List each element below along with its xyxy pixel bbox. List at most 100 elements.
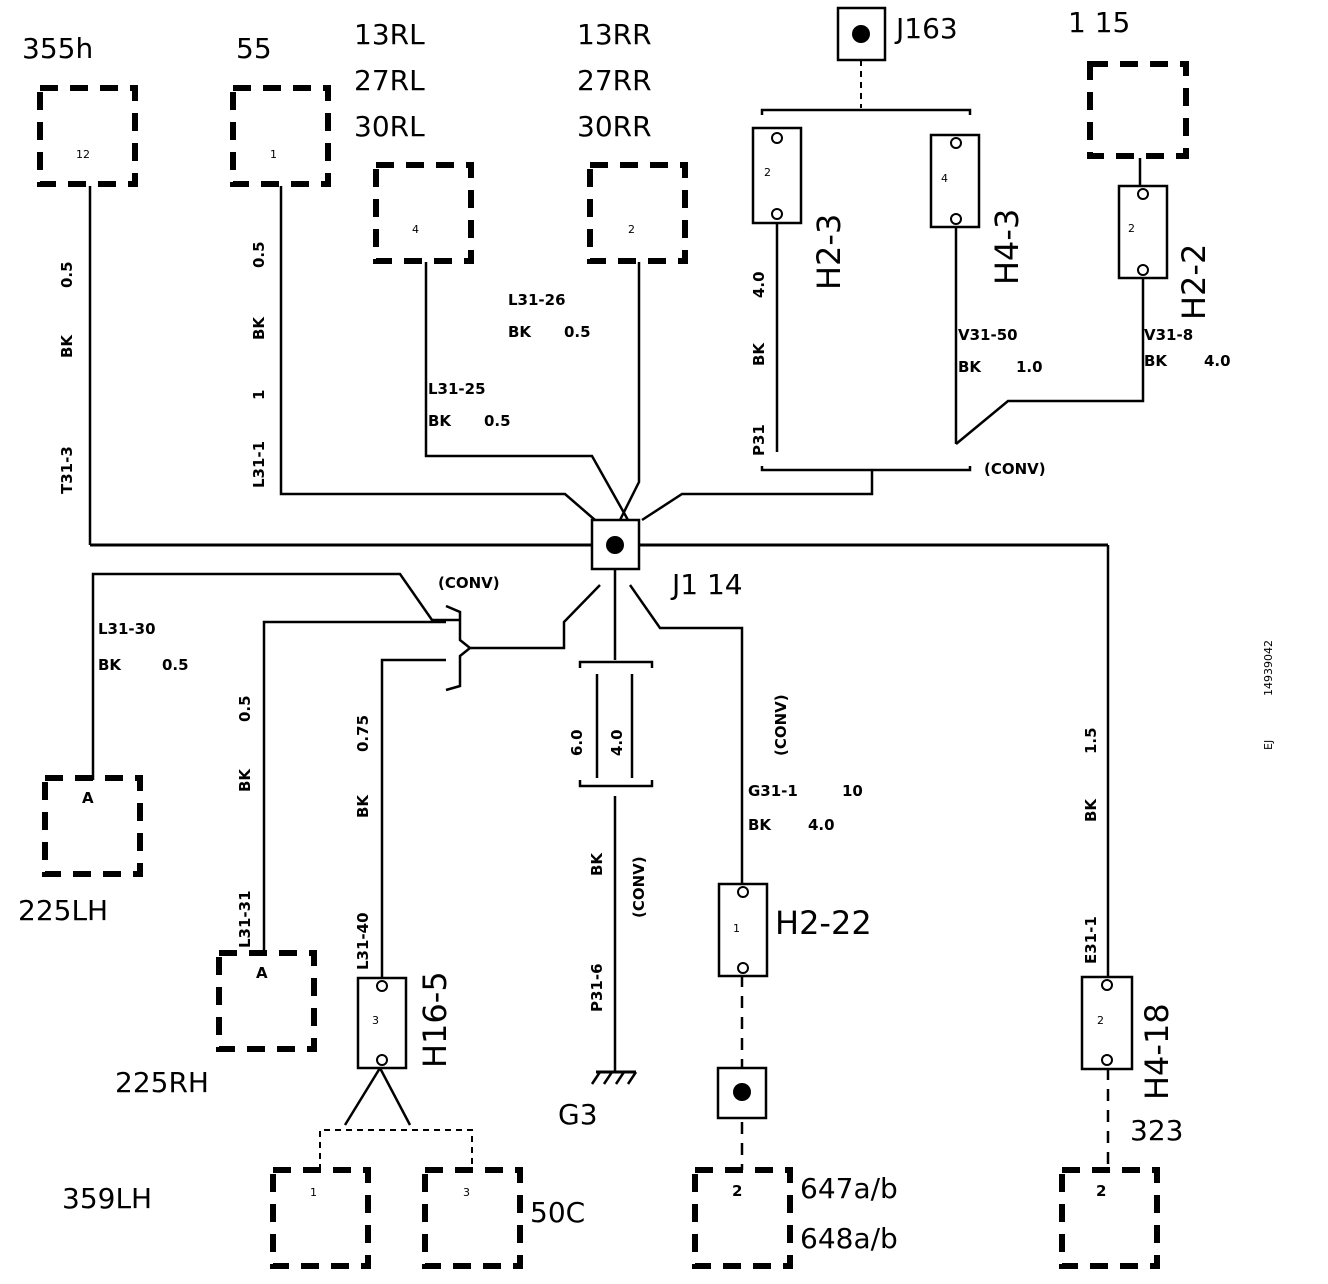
ground-g3: G3: [558, 1070, 638, 1131]
w355h-circuit: T31-3: [58, 446, 76, 494]
w13rr-circuit: L31-26: [508, 291, 566, 309]
pin-h4-3-bottom: [950, 213, 962, 225]
inline-h4-18: [1080, 975, 1134, 1071]
wire-55: [279, 186, 596, 521]
label-323: 323: [1130, 1114, 1183, 1147]
label-50c: 50C: [530, 1196, 585, 1229]
pin-647: 2: [732, 1182, 742, 1200]
label-55: 55: [236, 32, 272, 65]
pin-225lh: A: [82, 789, 94, 807]
ground-tick-2: [602, 1071, 614, 1085]
wg3-size-a: 6.0: [568, 729, 586, 756]
connector-355h: [37, 85, 138, 187]
inline-h16-5: [356, 976, 408, 1070]
ground-tick-1: [590, 1071, 602, 1085]
wh165-size: 0.75: [354, 715, 372, 752]
label-359lh: 359LH: [62, 1182, 152, 1215]
h16-5-dashed-split: [319, 1129, 473, 1170]
conv-bracket-left: [445, 604, 473, 692]
h16-5-branch: [343, 1065, 412, 1126]
wire-h2-2: [955, 272, 1145, 445]
label-647-2: 648a/b: [800, 1222, 898, 1255]
wh22-size: 4.0: [1204, 352, 1231, 370]
label-13rr-3: 30RR: [577, 110, 652, 143]
inline-connectors: 2 H2-3 4 H4-3 2 H2-2 3 H16-5 1 H2-22 2 H…: [356, 126, 1213, 1100]
w225lh-circuit: L31-30: [98, 620, 156, 638]
wire-h16-5: [380, 658, 446, 980]
label-13rr-1: 13RR: [577, 18, 652, 51]
pin-h2-3-top: [771, 132, 783, 144]
label-13rl-2: 27RL: [354, 64, 425, 97]
connector-50c: [422, 1167, 523, 1269]
wire-13rl: [424, 262, 630, 521]
wg3-size-b: 4.0: [608, 729, 626, 756]
wh222-color: BK: [748, 816, 772, 834]
connector-225rh: [216, 950, 317, 1052]
pin-h2-3-bottom: [771, 208, 783, 220]
splice-j1-dot: [606, 536, 624, 554]
pin-num-h2-3: 2: [764, 166, 771, 179]
label-h4-3: H4-3: [988, 209, 1026, 285]
wh222-conv: (CONV): [772, 694, 790, 756]
g3-bracket-bottom: [578, 780, 654, 788]
conv-left-label: (CONV): [438, 574, 500, 592]
wh222-circuit: G31-1: [748, 782, 798, 800]
inline-h2-2: [1117, 184, 1169, 280]
label-13rl-3: 30RL: [354, 110, 425, 143]
wh43-circuit: V31-50: [958, 326, 1018, 344]
pin-h2-2-top: [1137, 188, 1149, 200]
label-13rr-2: 27RR: [577, 64, 652, 97]
label-13rl-1: 13RL: [354, 18, 425, 51]
connector-13rl: [373, 162, 474, 264]
pin-50c: 3: [463, 1186, 470, 1199]
w13rr-size: 0.5: [564, 323, 591, 341]
wires: [88, 60, 1145, 1170]
w355h-color: BK: [58, 334, 76, 358]
side-code-b: EJ: [1262, 740, 1275, 750]
pin-359lh: 1: [310, 1186, 317, 1199]
inline-h4-3: [929, 133, 981, 229]
wh43-color: BK: [958, 358, 982, 376]
pin-h16-5-bottom: [376, 1054, 388, 1066]
label-225rh: 225RH: [115, 1066, 209, 1099]
wh418-size: 1.5: [1082, 727, 1100, 754]
pin-h2-22-bottom: [737, 962, 749, 974]
pin-355h: 12: [76, 148, 90, 161]
label-355h: 355h: [22, 32, 93, 65]
wire-225lh: [91, 572, 460, 780]
connector-115: [1087, 61, 1189, 159]
connectors: 12 355h 1 55 4 13RL 27RL 30RL 2 13RR 27R…: [18, 6, 1189, 1269]
conv-top-label: (CONV): [984, 460, 1046, 478]
ground-tick-4: [626, 1071, 638, 1085]
wg3-conv: (CONV): [630, 856, 648, 918]
w55-num: 1: [250, 390, 268, 400]
pin-num-h4-18: 2: [1097, 1014, 1104, 1027]
wh23-color: BK: [750, 342, 768, 366]
w225rh-circuit: L31-31: [236, 890, 254, 948]
wh165-color: BK: [354, 794, 372, 818]
j163-bracket: [760, 108, 972, 115]
w55-circuit: L31-1: [250, 441, 268, 488]
pin-h4-3-top: [950, 137, 962, 149]
pin-h16-5-top: [376, 980, 388, 992]
w55-size: 0.5: [250, 241, 268, 268]
w355h-size: 0.5: [58, 261, 76, 288]
label-g3: G3: [558, 1098, 598, 1131]
pin-h2-2-bottom: [1137, 264, 1149, 276]
wh23-circuit: P31: [750, 424, 768, 456]
pin-13rr: 2: [628, 223, 635, 236]
connector-359lh: [270, 1167, 371, 1269]
wg3-color: BK: [588, 852, 606, 876]
label-225lh: 225LH: [18, 894, 108, 927]
wire-labels: 0.5 BK T31-3 0.5 BK 1 L31-1 L31-25 BK 0.…: [58, 241, 1275, 1012]
label-h4-18: H4-18: [1138, 1003, 1176, 1100]
wh23-size: 4.0: [750, 271, 768, 298]
w225lh-color: BK: [98, 656, 122, 674]
g3-bracket-top: [578, 660, 654, 668]
pin-num-h4-3: 4: [941, 172, 948, 185]
pin-num-h2-2: 2: [1128, 222, 1135, 235]
wire-left-join: [470, 584, 601, 650]
pin-h2-22-top: [737, 886, 749, 898]
connector-55: [230, 85, 331, 187]
